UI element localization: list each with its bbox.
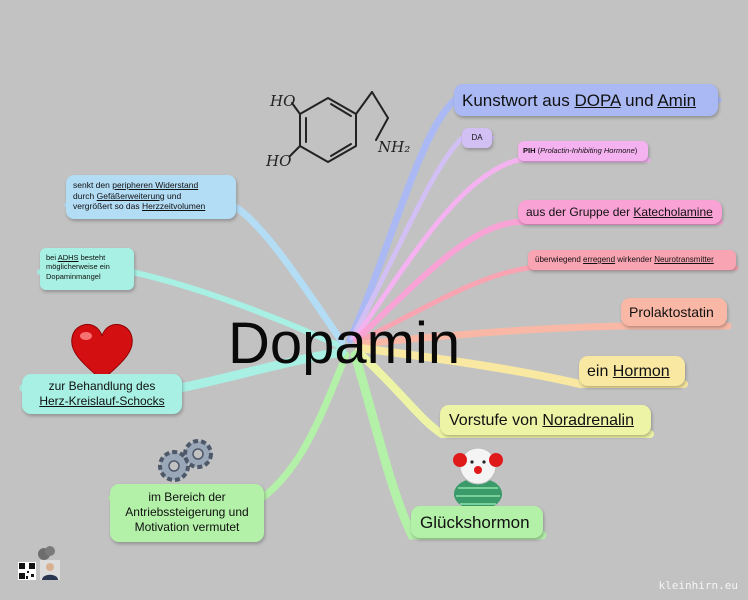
gears-icon bbox=[158, 439, 213, 482]
katecholamine-prefix: aus der Gruppe der bbox=[526, 205, 634, 219]
qr-code-icon bbox=[18, 562, 36, 580]
pih-open: ( bbox=[535, 146, 541, 155]
node-pih[interactable]: PIH (Prolactin-Inhibiting Hormone) bbox=[518, 141, 648, 161]
node-antrieb[interactable]: im Bereich der Antriebssteigerung und Mo… bbox=[110, 484, 264, 542]
dopamine-molecule-icon bbox=[289, 91, 389, 163]
branch-hormon bbox=[356, 344, 688, 388]
link-dopa[interactable]: DOPA bbox=[574, 91, 621, 110]
branch-widerstand bbox=[64, 201, 346, 346]
adhs-line-3: Dopaminmangel bbox=[46, 271, 101, 281]
gluckshormon-label: Glückshormon bbox=[420, 513, 530, 532]
widerstand-line-3: vergrößert so das Herzzeitvolumen bbox=[73, 201, 229, 212]
node-kunstwort[interactable]: Kunstwort aus DOPA und Amin bbox=[454, 84, 718, 116]
branch-gluckshormon bbox=[350, 350, 547, 540]
link-herz-kreislauf-schocks[interactable]: Herz-Kreislauf-Schocks bbox=[39, 394, 165, 408]
pih-abbr: PIH bbox=[523, 146, 536, 155]
branch-katecholamine bbox=[353, 219, 723, 343]
node-gluckshormon[interactable]: Glückshormon bbox=[411, 506, 543, 538]
link-noradrenalin[interactable]: Noradrenalin bbox=[542, 412, 634, 429]
antrieb-line-3: Motivation vermutet bbox=[134, 520, 240, 534]
widerstand-l2-prefix: durch bbox=[73, 190, 97, 201]
link-gefaesserweiterung[interactable]: Gefäßerweiterung bbox=[96, 190, 165, 201]
node-adhs[interactable]: bei ADHS besteht möglicherweise ein Dopa… bbox=[40, 248, 134, 290]
hormon-prefix: ein bbox=[587, 363, 613, 380]
author-photo-icon bbox=[40, 560, 60, 580]
neurotransmitter-mid: wirkender bbox=[615, 255, 655, 264]
node-noradrenalin[interactable]: Vorstufe von Noradrenalin bbox=[440, 405, 651, 435]
adhs-prefix: bei bbox=[46, 253, 58, 262]
kunstwort-prefix: Kunstwort aus bbox=[462, 91, 575, 110]
ho-bottom-label: HO bbox=[265, 152, 291, 170]
link-herzzeitvolumen[interactable]: Herzzeitvolumen bbox=[141, 201, 206, 212]
widerstand-l2-suffix: und bbox=[164, 190, 182, 201]
nh2-label: NH₂ bbox=[377, 138, 410, 156]
link-peripherer-widerstand[interactable]: peripheren Widerstand bbox=[112, 180, 199, 190]
branch-kunstwort bbox=[346, 96, 722, 344]
prolaktostatin-label: Prolaktostatin bbox=[629, 304, 714, 320]
node-katecholamine[interactable]: aus der Gruppe der Katecholamine bbox=[518, 200, 722, 224]
link-amin[interactable]: Amin bbox=[657, 91, 697, 110]
node-da[interactable]: DA bbox=[462, 128, 492, 148]
node-herz[interactable]: zur Behandlung des Herz-Kreislauf-Schock… bbox=[22, 374, 182, 414]
branch-noradrenalin bbox=[354, 348, 654, 438]
noradrenalin-prefix: Vorstufe von bbox=[449, 412, 543, 429]
branch-pih bbox=[352, 157, 651, 341]
pih-full-name: Prolactin-Inhibiting Hormone bbox=[540, 146, 635, 155]
widerstand-l3-prefix: vergrößert so das bbox=[73, 201, 142, 212]
widerstand-line-1: senkt den peripheren Widerstand bbox=[73, 180, 229, 191]
clown-icon bbox=[453, 447, 503, 510]
node-neurotransmitter[interactable]: überwiegend erregend wirkender Neurotran… bbox=[528, 250, 736, 270]
node-widerstand[interactable]: senkt den peripheren Widerstand durch Ge… bbox=[66, 175, 236, 219]
link-neurotransmitter[interactable]: Neurotransmitter bbox=[654, 255, 714, 264]
branch-prolaktostatin bbox=[356, 322, 732, 348]
kunstwort-mid: und bbox=[620, 91, 658, 110]
widerstand-l1-prefix: senkt den bbox=[73, 180, 113, 190]
pih-close: ) bbox=[634, 146, 638, 155]
brain-icon bbox=[38, 546, 55, 560]
node-hormon[interactable]: ein Hormon bbox=[579, 356, 685, 386]
da-label: DA bbox=[471, 133, 483, 142]
adhs-line-1: bei ADHS besteht bbox=[46, 253, 128, 262]
heart-icon bbox=[71, 324, 133, 381]
adhs-rest: besteht bbox=[78, 253, 106, 262]
link-erregend[interactable]: erregend bbox=[583, 255, 616, 264]
link-adhs[interactable]: ADHS bbox=[57, 253, 79, 262]
adhs-line-2: möglicherweise ein bbox=[46, 262, 110, 272]
site-watermark: kleinhirn.eu bbox=[658, 579, 738, 592]
branch-lines bbox=[19, 96, 739, 540]
central-topic: Dopamin bbox=[228, 311, 461, 376]
node-prolaktostatin[interactable]: Prolaktostatin bbox=[621, 298, 727, 326]
branch-adhs bbox=[37, 269, 343, 349]
widerstand-line-2: durch Gefäßerweiterung und bbox=[73, 191, 229, 202]
neurotransmitter-prefix: überwiegend bbox=[535, 255, 584, 264]
branch-da bbox=[349, 135, 495, 341]
link-katecholamine[interactable]: Katecholamine bbox=[633, 205, 713, 219]
antrieb-line-2: Antriebssteigerung und bbox=[125, 505, 249, 519]
link-hormon[interactable]: Hormon bbox=[612, 363, 670, 380]
branch-neurotransmitter bbox=[355, 265, 739, 345]
branch-antrieb bbox=[108, 351, 350, 502]
antrieb-line-1: im Bereich der bbox=[148, 490, 226, 504]
branch-herz bbox=[19, 347, 347, 393]
herz-line-1: zur Behandlung des bbox=[48, 379, 156, 393]
ho-top-label: HO bbox=[269, 92, 295, 110]
